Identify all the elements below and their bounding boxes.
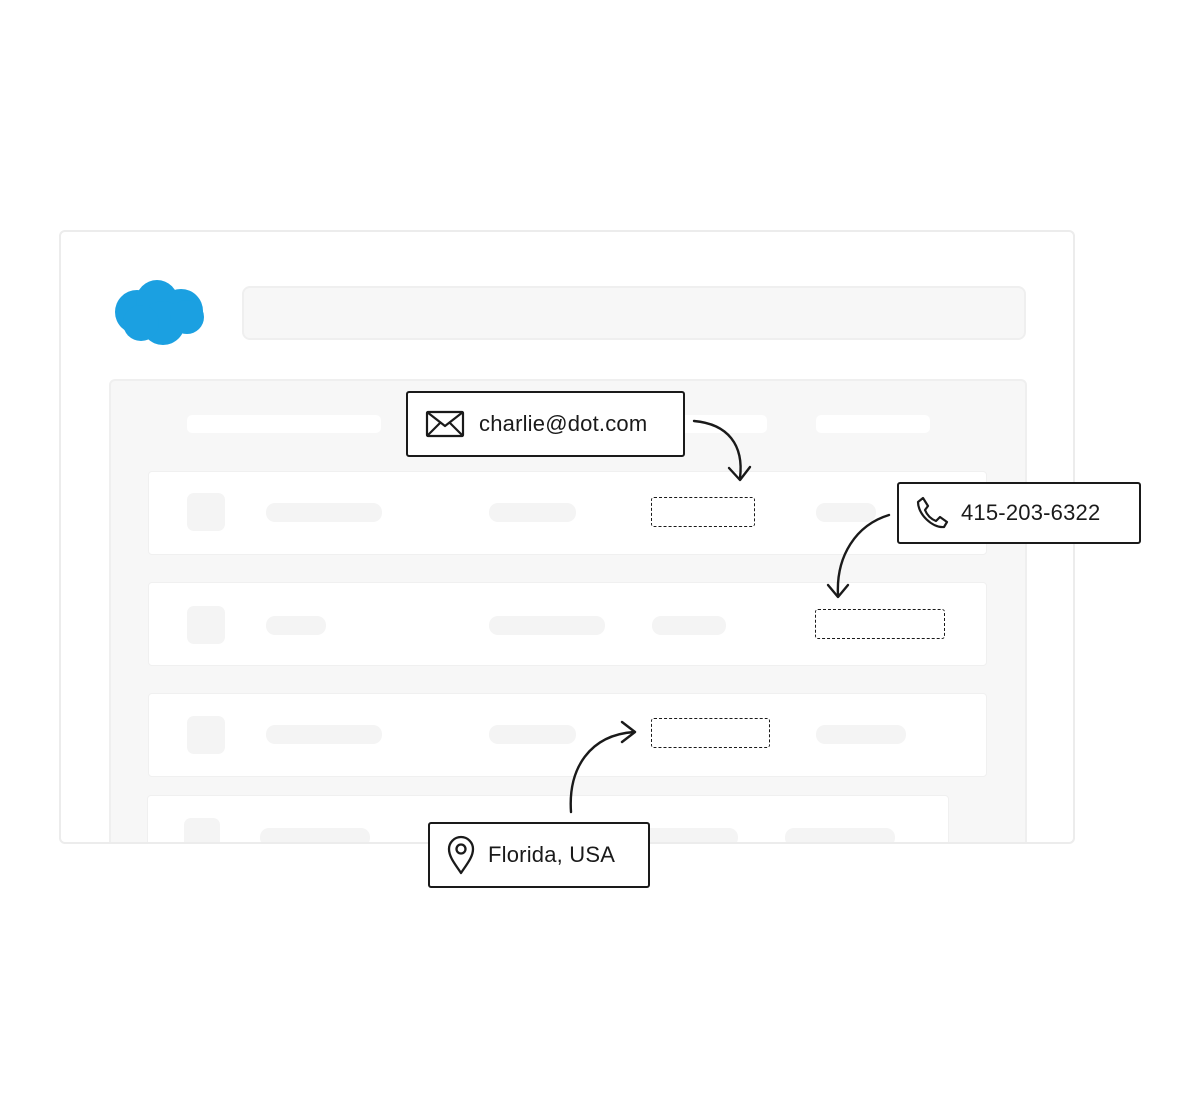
name-placeholder	[260, 828, 370, 842]
search-bar[interactable]	[242, 286, 1026, 340]
company-placeholder	[489, 616, 605, 635]
location-field-empty[interactable]	[651, 718, 770, 748]
phone-arrow	[836, 513, 891, 597]
phone-placeholder	[785, 828, 895, 842]
avatar	[187, 493, 225, 531]
column-header	[187, 415, 381, 433]
crm-window	[59, 230, 1075, 844]
phone-icon	[913, 495, 951, 531]
email-callout: charlie@dot.com	[406, 391, 685, 457]
name-placeholder	[266, 616, 326, 635]
phone-callout: 415-203-6322	[897, 482, 1141, 544]
mail-icon	[425, 409, 465, 439]
email-value: charlie@dot.com	[479, 411, 648, 436]
name-placeholder	[266, 725, 382, 744]
phone-placeholder	[816, 725, 906, 744]
table-row[interactable]	[148, 693, 987, 777]
location-value: Florida, USA	[488, 842, 616, 867]
column-header	[816, 415, 930, 433]
location-callout: Florida, USA	[428, 822, 650, 888]
company-placeholder	[628, 828, 738, 842]
phone-field-empty[interactable]	[815, 609, 945, 639]
phone-arrowhead	[826, 583, 850, 599]
table-row[interactable]	[148, 471, 987, 555]
email-placeholder	[652, 616, 726, 635]
company-placeholder	[489, 503, 576, 522]
avatar	[187, 606, 225, 644]
email-arrow	[692, 419, 742, 480]
salesforce-cloud-icon	[111, 277, 207, 352]
phone-value: 415-203-6322	[961, 500, 1101, 525]
email-arrowhead	[727, 465, 752, 482]
location-arrowhead	[620, 720, 637, 744]
name-placeholder	[266, 503, 382, 522]
email-field-empty[interactable]	[651, 497, 755, 527]
phone-placeholder	[816, 503, 876, 522]
records-table	[109, 379, 1027, 842]
avatar	[184, 818, 220, 842]
location-arrow	[569, 730, 636, 814]
table-row[interactable]	[148, 582, 987, 666]
avatar	[187, 716, 225, 754]
map-pin-icon	[446, 835, 476, 875]
company-placeholder	[489, 725, 576, 744]
